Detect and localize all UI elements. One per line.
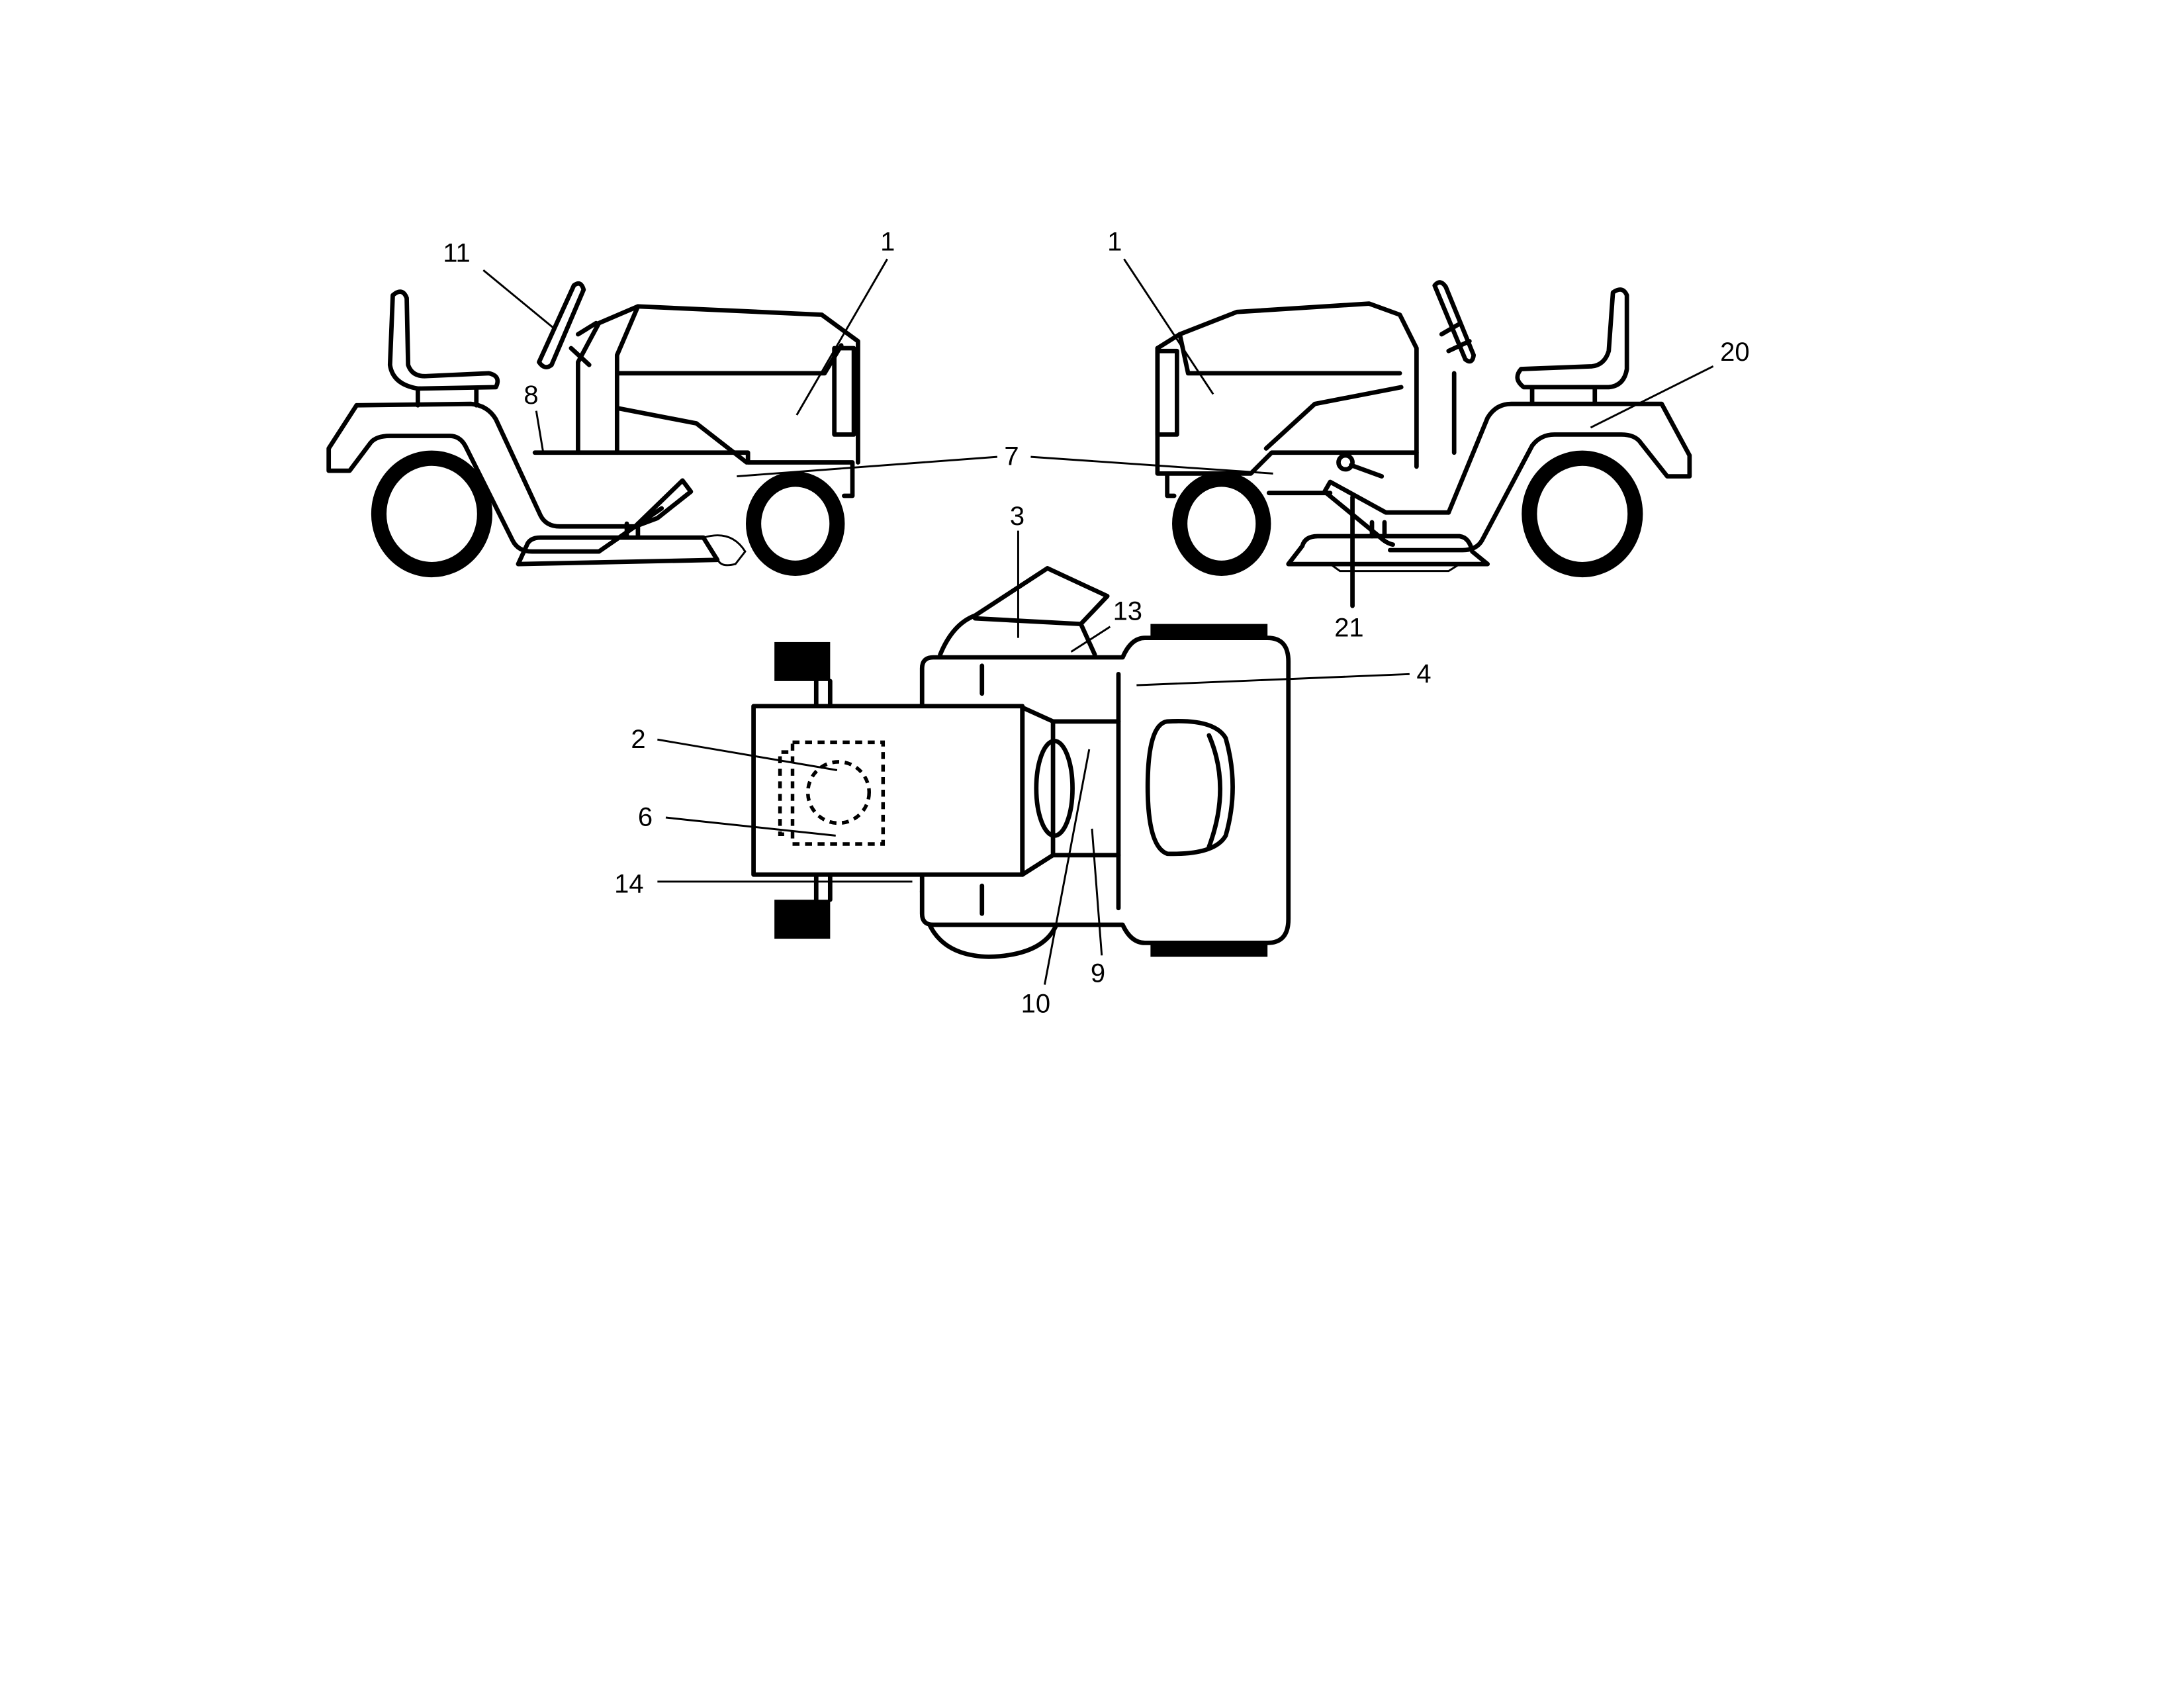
callout-13: 13 <box>1113 596 1142 626</box>
hood <box>576 304 860 465</box>
hood-top <box>751 704 1025 877</box>
front-wheel-icon <box>1172 471 1271 576</box>
callout-10: 10 <box>1021 990 1050 1019</box>
steering-wheel-icon <box>537 281 586 369</box>
callout-2: 2 <box>631 725 645 754</box>
front-wheel-icon <box>746 471 845 576</box>
callout-1-right: 1 <box>1107 228 1122 257</box>
callout-14: 14 <box>614 870 643 899</box>
steering-wheel-icon <box>1432 280 1477 364</box>
front-tire-top-icon <box>774 900 831 939</box>
callout-20: 20 <box>1720 338 1749 367</box>
callout-leaders <box>482 258 1714 985</box>
callout-21: 21 <box>1334 614 1363 643</box>
callout-9: 9 <box>1091 959 1105 988</box>
callout-1-left: 1 <box>880 228 895 257</box>
callout-4: 4 <box>1416 659 1431 688</box>
mower-deck <box>1286 534 1490 567</box>
rear-tire-top-icon <box>1150 943 1268 957</box>
rear-wheel-icon <box>371 450 492 578</box>
right-side-view <box>1155 280 1692 578</box>
callout-3: 3 <box>1010 502 1024 531</box>
callout-8: 8 <box>523 381 538 410</box>
chassis <box>532 450 855 498</box>
ignition-key-icon <box>1336 453 1355 472</box>
front-tire-top-icon <box>774 641 831 681</box>
callout-11: 11 <box>443 239 471 268</box>
discharge-chute <box>938 566 1110 657</box>
top-view <box>751 566 1291 959</box>
callout-labels: 11 1 8 7 1 20 21 3 13 4 2 6 14 10 9 <box>443 228 1749 1019</box>
rear-fender <box>354 401 664 529</box>
left-side-view <box>326 281 860 578</box>
seat-icon <box>1515 287 1629 390</box>
callout-7: 7 <box>1004 442 1019 471</box>
callout-6: 6 <box>638 803 653 832</box>
rear-tire-top-icon <box>1150 624 1268 638</box>
rear-wheel-icon <box>1522 450 1643 578</box>
dash-panel <box>1034 738 1075 838</box>
rear-fender <box>1388 401 1692 553</box>
dashed-decal-area <box>790 740 886 846</box>
fuel-cap-icon <box>805 760 872 825</box>
seat-icon <box>387 289 500 391</box>
mower-deck <box>516 535 720 567</box>
hood <box>1155 301 1419 469</box>
